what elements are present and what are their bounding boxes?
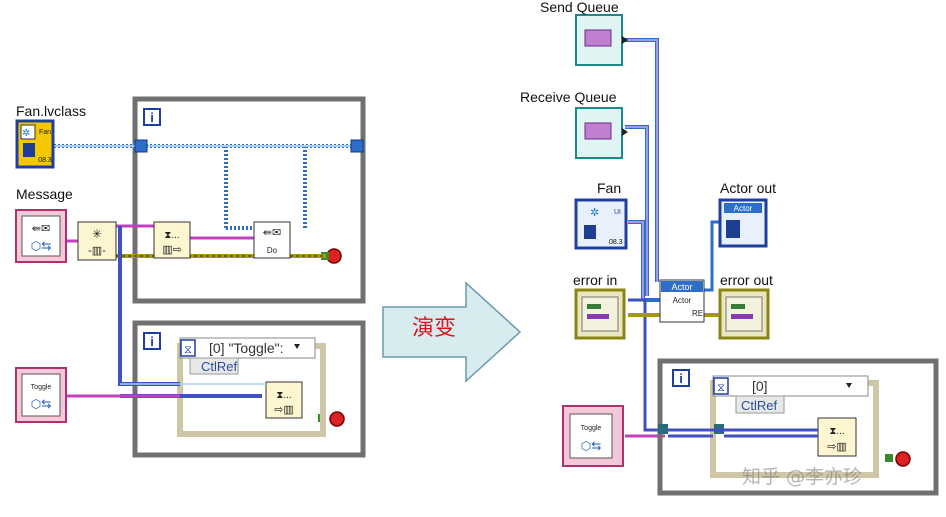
left-fan-version: 08.3 <box>38 157 52 164</box>
left-ctlref: CtlRef <box>201 359 238 374</box>
right-tunnel-icon <box>658 424 668 434</box>
watermark: 知乎 @李亦珍 <box>742 466 863 488</box>
right-fan-label: Fan <box>597 180 622 196</box>
svg-text:⇚✉: ⇚✉ <box>263 227 281 239</box>
left-message-label: Message <box>16 186 73 202</box>
right-loop-stop-icon[interactable] <box>895 451 911 467</box>
left-loop1-stop-icon[interactable] <box>326 248 342 264</box>
left-toggle-text: Toggle <box>31 384 52 391</box>
right-actor-icon-text: Actor <box>734 204 753 213</box>
left-while-loop-top[interactable]: i <box>132 96 366 304</box>
svg-text:✲: ✲ <box>22 128 30 139</box>
right-ctlref: CtlRef <box>741 398 778 413</box>
svg-text:⇚✉: ⇚✉ <box>32 223 50 235</box>
left-toggle-reference[interactable]: Toggle ⬡⇆ <box>15 367 67 423</box>
left-shift-register-in-icon <box>134 139 148 153</box>
left-do-text: Do <box>267 246 278 255</box>
right-send-queue[interactable] <box>575 14 628 66</box>
evolution-arrow <box>382 281 522 383</box>
left-shift-register-out-icon <box>350 139 364 153</box>
left-fan-class-constant[interactable]: ✲ Fan 08.3 <box>15 119 55 169</box>
svg-text:⧗...: ⧗... <box>829 426 844 437</box>
evolution-label: 演变 <box>412 316 457 341</box>
right-receive-queue[interactable] <box>575 107 628 159</box>
svg-text:⬡⇆: ⬡⇆ <box>581 439 602 453</box>
right-actor-out-indicator[interactable]: Actor <box>718 198 768 248</box>
right-fan-icon-text: UI <box>614 209 621 216</box>
right-toggle-text: Toggle <box>581 425 602 432</box>
svg-text:⧖: ⧖ <box>717 382 725 394</box>
right-toggle-reference[interactable]: Toggle ⬡⇆ <box>562 405 624 467</box>
right-actor-node-suffix: RE <box>692 309 703 318</box>
right-loop-iteration: i <box>679 371 683 386</box>
svg-text:-▥-: -▥- <box>88 245 106 257</box>
right-fan-control[interactable]: ✲ UI 08.3 <box>574 198 628 250</box>
left-node-dequeue[interactable]: ⧗... ▥⇨ <box>153 221 191 259</box>
right-error-in-label: error in <box>573 272 618 288</box>
left-loop2-iteration: i <box>150 334 154 349</box>
svg-text:⇨▥: ⇨▥ <box>274 404 294 416</box>
right-error-out-indicator[interactable] <box>718 288 770 340</box>
right-event-structure[interactable]: ⧖ [0] CtlRef ⧗... ⇨▥ <box>710 375 879 478</box>
svg-text:⧖: ⧖ <box>184 344 192 356</box>
right-error-in-control[interactable] <box>574 288 626 340</box>
svg-text:▥⇨: ▥⇨ <box>162 244 182 256</box>
left-fan-label: Fan.lvclass <box>16 103 87 119</box>
left-loop1-iteration: i <box>150 110 154 125</box>
right-actor-launch-node[interactable]: Actor Actor RE <box>659 279 705 323</box>
right-wires <box>625 38 720 438</box>
svg-text:⧗...: ⧗... <box>164 230 179 241</box>
left-wires <box>54 144 357 398</box>
left-message-control[interactable]: ⇚✉ ⬡⇆ <box>15 209 67 263</box>
svg-text:⇨▥: ⇨▥ <box>827 441 847 453</box>
right-send-queue-label: Send Queue <box>540 0 619 15</box>
svg-text:⧗...: ⧗... <box>276 390 291 401</box>
left-event-case-selector[interactable]: [0] "Toggle": <box>209 340 284 356</box>
svg-text:✳: ✳ <box>92 227 102 241</box>
svg-text:⬡⇆: ⬡⇆ <box>31 397 52 411</box>
right-actor-node-title: Actor <box>671 282 692 292</box>
right-fan-version: 08.3 <box>609 239 623 246</box>
right-error-out-label: error out <box>720 272 773 288</box>
right-event-case-selector[interactable]: [0] <box>752 378 768 394</box>
right-actor-node-sub: Actor <box>673 296 692 305</box>
svg-text:⬡⇆: ⬡⇆ <box>31 239 52 253</box>
left-event-structure[interactable]: ⧖ [0] "Toggle": CtlRef ⧗... ⇨▥ <box>177 337 326 437</box>
right-actor-out-label: Actor out <box>720 180 777 196</box>
left-fan-icon-text: Fan <box>39 129 51 136</box>
left-node-cast[interactable]: ✳ -▥- <box>77 221 117 261</box>
left-node-do[interactable]: ⇚✉ Do <box>253 221 291 259</box>
left-loop2-stop-icon[interactable] <box>329 411 345 427</box>
right-receive-queue-label: Receive Queue <box>520 89 617 105</box>
svg-text:✲: ✲ <box>590 207 599 219</box>
